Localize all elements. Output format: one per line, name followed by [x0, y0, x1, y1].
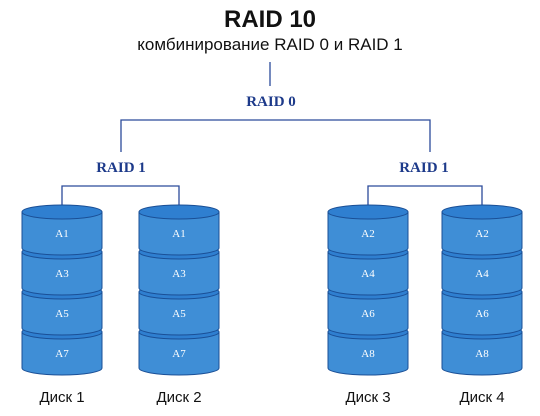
- block-label: A7: [55, 348, 69, 360]
- raid1-label-right: RAID 1: [399, 160, 449, 176]
- disk-segment: [327, 331, 409, 376]
- disk-segment: [441, 211, 523, 256]
- block-label: A1: [172, 228, 185, 240]
- disk-segment-top: [21, 204, 103, 220]
- diagram-title: RAID 10: [223, 6, 317, 33]
- disk-segment: [21, 291, 103, 336]
- block-label: A6: [475, 308, 489, 320]
- disk-segment-top: [441, 204, 523, 220]
- block-label: A4: [475, 268, 489, 280]
- block-label: A6: [361, 308, 375, 320]
- disk-segment: [138, 331, 220, 376]
- raid0-label: RAID 0: [246, 94, 296, 110]
- raid1-left-bracket: [61, 185, 180, 212]
- disk-label: Диск 4: [459, 389, 504, 406]
- block-label: A8: [475, 348, 489, 360]
- disk-segment: [138, 291, 220, 336]
- disk-segment: [327, 211, 409, 256]
- block-label: A1: [55, 228, 68, 240]
- block-label: A2: [361, 228, 374, 240]
- disk-segment: [21, 331, 103, 376]
- disk-segment: [441, 251, 523, 296]
- diagram-subtitle: комбинирование RAID 0 и RAID 1: [137, 35, 403, 54]
- disk-segment-top: [327, 204, 409, 220]
- block-label: A4: [361, 268, 375, 280]
- raid0-bracket: [120, 119, 431, 152]
- block-label: A8: [361, 348, 375, 360]
- disk-segment: [21, 211, 103, 256]
- block-label: A5: [55, 308, 69, 320]
- connectors: [61, 62, 483, 212]
- raid1-label-left: RAID 1: [96, 160, 146, 176]
- disk-segment: [327, 291, 409, 336]
- disk-segment-top: [138, 204, 220, 220]
- disk-segment: [138, 211, 220, 256]
- raid1-right-bracket: [367, 185, 483, 212]
- disk-segment: [138, 251, 220, 296]
- block-label: A7: [172, 348, 186, 360]
- disk-label: Диск 2: [156, 389, 201, 406]
- disk-segment: [441, 331, 523, 376]
- disk-label: Диск 1: [39, 389, 84, 406]
- disk-segment: [21, 251, 103, 296]
- disk-label: Диск 3: [345, 389, 390, 406]
- block-label: A5: [172, 308, 186, 320]
- block-label: A2: [475, 228, 488, 240]
- block-label: A3: [172, 268, 186, 280]
- block-label: A3: [55, 268, 69, 280]
- disk-segment: [441, 291, 523, 336]
- disk-segment: [327, 251, 409, 296]
